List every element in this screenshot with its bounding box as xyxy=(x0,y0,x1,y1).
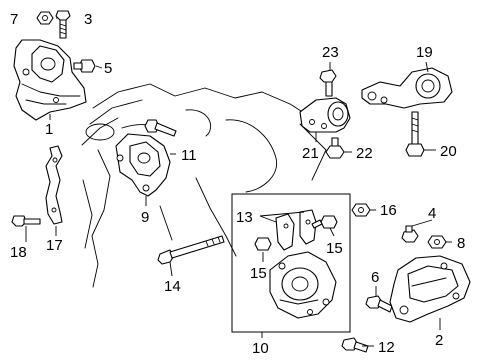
part-1-mount-bracket xyxy=(13,39,87,121)
callout-18: 18 xyxy=(10,244,27,261)
part-16-nut xyxy=(351,203,371,217)
part-8-nut xyxy=(427,235,447,249)
part-9-engine-mount xyxy=(115,133,171,197)
callout-4: 4 xyxy=(428,205,436,222)
part-21-mount xyxy=(299,97,351,133)
callout-10: 10 xyxy=(252,340,269,357)
callout-17: 17 xyxy=(46,237,63,254)
callout-3: 3 xyxy=(84,11,92,28)
callout-11: 11 xyxy=(181,147,197,164)
part-6-bolt xyxy=(365,295,393,313)
callout-5: 5 xyxy=(104,60,112,77)
part-19-upper-mount xyxy=(361,67,453,109)
callout-12: 12 xyxy=(378,339,395,356)
callout-6: 6 xyxy=(371,269,379,286)
callout-20: 20 xyxy=(440,143,457,160)
part-4-bolt xyxy=(401,225,419,243)
callout-1: 1 xyxy=(45,121,53,138)
part-10-mount-assembly xyxy=(269,251,337,319)
part-15-bolt-left xyxy=(254,237,272,251)
part-22-nut xyxy=(325,137,345,159)
part-18-bolt xyxy=(11,215,41,227)
part-15-bolt-right xyxy=(311,215,338,229)
part-7-nut xyxy=(36,11,54,25)
callout-7: 7 xyxy=(10,11,18,28)
part-12-bolt xyxy=(341,337,369,353)
part-13-bracket xyxy=(275,209,317,251)
callout-13: 13 xyxy=(236,209,253,226)
part-2-transmission-mount xyxy=(389,255,471,323)
part-5-bolt xyxy=(73,59,96,73)
callout-23: 23 xyxy=(322,44,339,61)
part-17-bracket xyxy=(45,145,63,225)
callout-labels: 7 3 5 1 17 18 11 9 14 23 21 22 19 20 16 … xyxy=(10,11,465,357)
callout-14: 14 xyxy=(164,278,181,295)
callout-19: 19 xyxy=(416,44,433,61)
callout-21: 21 xyxy=(302,145,319,162)
callout-15-left: 15 xyxy=(250,265,267,282)
assembly-10-box xyxy=(231,193,351,333)
part-14-long-bolt xyxy=(157,235,225,265)
part-20-bolt xyxy=(405,111,425,157)
callout-2: 2 xyxy=(435,332,443,349)
callout-8: 8 xyxy=(457,235,465,252)
callout-15-right: 15 xyxy=(326,240,343,257)
callout-9: 9 xyxy=(141,209,149,226)
leader-lines xyxy=(25,17,452,347)
callout-16: 16 xyxy=(380,202,397,219)
callout-22: 22 xyxy=(356,145,373,162)
part-11-bolt xyxy=(144,119,177,137)
part-3-bolt xyxy=(55,10,71,39)
part-23-bolt xyxy=(319,69,337,97)
